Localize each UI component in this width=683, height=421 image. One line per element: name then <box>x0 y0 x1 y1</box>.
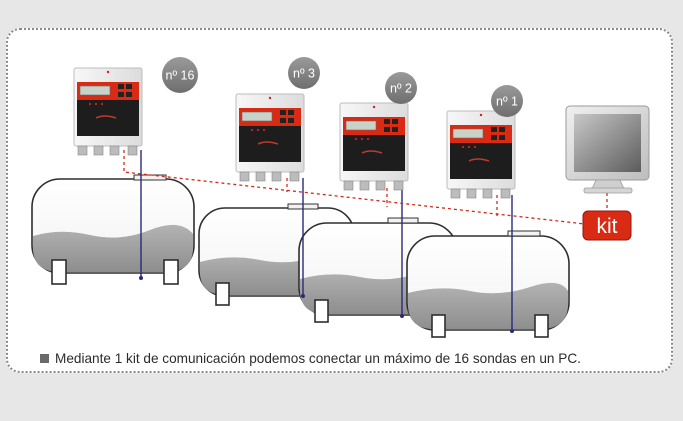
communication-bus <box>123 150 608 225</box>
pc-monitor-icon <box>565 105 650 194</box>
controller-3 <box>235 93 305 182</box>
badge-2: nº 2 <box>385 72 417 104</box>
badge-1: nº 1 <box>491 85 523 117</box>
badge-16-label: nº 16 <box>166 69 195 83</box>
caption-text: Mediante 1 kit de comunicación podemos c… <box>55 351 581 366</box>
tank-1 <box>406 230 570 338</box>
badge-2-label: nº 2 <box>390 82 412 96</box>
badge-3-label: nº 3 <box>293 67 315 81</box>
badge-1-label: nº 1 <box>496 95 518 109</box>
badge-3: nº 3 <box>288 57 320 89</box>
square-bullet-icon <box>40 354 49 363</box>
diagram-caption: Mediante 1 kit de comunicación podemos c… <box>40 351 581 366</box>
tank-16 <box>31 174 195 285</box>
controller-16 <box>73 67 143 156</box>
badge-16: nº 16 <box>162 57 198 93</box>
controller-1 <box>446 110 516 199</box>
kit-module: kit <box>582 210 632 241</box>
kit-label: kit <box>597 215 618 238</box>
controller-2 <box>339 102 409 191</box>
